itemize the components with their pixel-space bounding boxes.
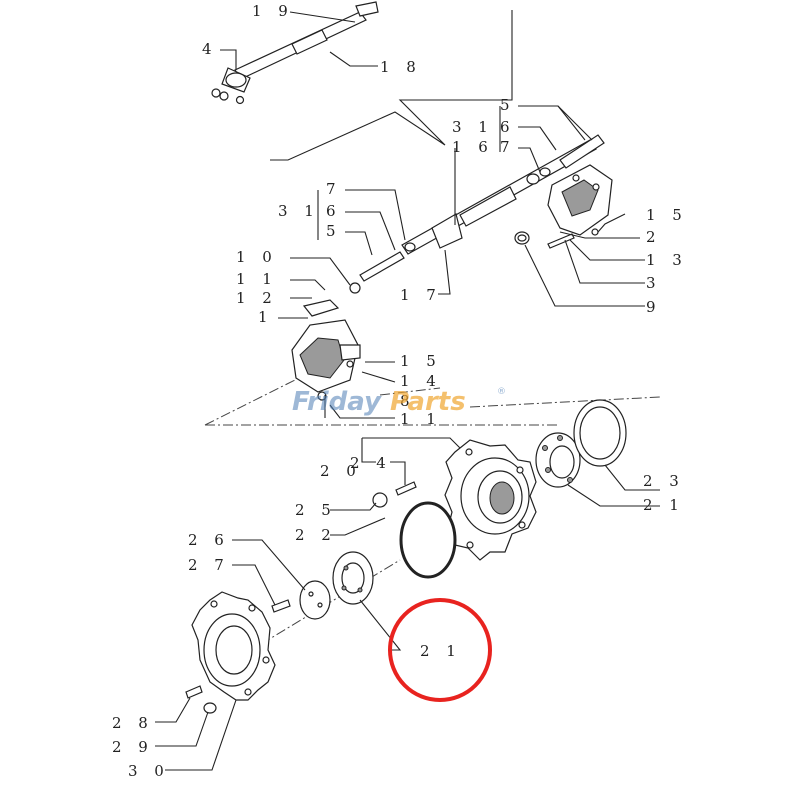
shaft-assembly-top xyxy=(211,1,379,105)
label-7-left: 7 xyxy=(326,180,342,198)
label-16: 1 6 xyxy=(452,138,494,156)
label-26: 2 6 xyxy=(188,531,230,549)
label-11: 1 1 xyxy=(236,270,278,288)
label-21-highlight: 2 1 xyxy=(420,642,462,660)
bearing-highlighted xyxy=(332,551,374,605)
label-19: 1 9 xyxy=(252,2,294,20)
label-5-left: 5 xyxy=(326,222,342,240)
steering-knuckle-right xyxy=(514,164,613,249)
o-ring xyxy=(399,501,457,579)
label-9: 9 xyxy=(646,298,662,316)
highlight-marker: 2 1 xyxy=(388,598,492,702)
label-14: 1 4 xyxy=(400,372,442,390)
red-highlight-circle xyxy=(388,598,492,702)
watermark-part2: Parts xyxy=(390,387,466,417)
label-11-bottom: 1 1 xyxy=(400,410,442,428)
label-31-left: 3 1 xyxy=(278,202,320,220)
axis-line xyxy=(469,396,661,408)
label-29: 2 9 xyxy=(112,738,154,756)
screw xyxy=(185,685,203,699)
leader-lines xyxy=(155,11,660,771)
steering-knuckle-left xyxy=(291,282,361,401)
label-4: 4 xyxy=(202,40,218,58)
label-15-right: 1 5 xyxy=(646,206,688,224)
label-7-right: 7 xyxy=(500,138,516,156)
plug xyxy=(203,702,217,714)
label-25: 2 5 xyxy=(295,501,337,519)
label-28: 2 8 xyxy=(112,714,154,732)
label-30: 3 0 xyxy=(128,762,170,780)
axis-line xyxy=(379,387,441,396)
label-8: 8 xyxy=(400,392,416,410)
seal-ring xyxy=(573,399,627,467)
label-20: 2 0 xyxy=(320,462,362,480)
label-15-left: 1 5 xyxy=(400,352,442,370)
watermark-logo: Friday Parts ® xyxy=(292,387,506,417)
label-22: 2 2 xyxy=(295,526,337,544)
label-13: 1 3 xyxy=(646,251,688,269)
label-31-right: 3 1 xyxy=(452,118,494,136)
label-3: 3 xyxy=(646,274,662,292)
hub-cover xyxy=(191,591,276,701)
label-10: 1 0 xyxy=(236,248,278,266)
wheel-hub-housing xyxy=(444,439,537,561)
detail-callout-frame xyxy=(270,10,513,161)
watermark-registered: ® xyxy=(497,387,506,397)
bushing xyxy=(372,492,388,508)
label-18: 1 8 xyxy=(380,58,422,76)
label-24: 2 4 xyxy=(350,454,392,472)
pin xyxy=(395,481,417,496)
label-21-right: 2 1 xyxy=(643,496,685,514)
label-1: 1 xyxy=(258,308,274,326)
label-17: 1 7 xyxy=(400,286,442,304)
label-27: 2 7 xyxy=(188,556,230,574)
watermark-part1: Friday xyxy=(292,387,382,417)
label-2: 2 xyxy=(646,228,662,246)
axis-line xyxy=(204,379,296,426)
label-5-right: 5 xyxy=(500,96,516,114)
label-12: 1 2 xyxy=(236,289,278,307)
label-23: 2 3 xyxy=(643,472,685,490)
label-6-right: 6 xyxy=(500,118,516,136)
part-labels: 1 9 4 1 8 5 3 1 6 1 6 7 7 3 1 6 5 1 5 2 … xyxy=(112,2,688,780)
washer-plate xyxy=(299,580,331,620)
bolt xyxy=(271,599,291,613)
label-6-left: 6 xyxy=(326,202,342,220)
bearing-right xyxy=(535,432,581,488)
